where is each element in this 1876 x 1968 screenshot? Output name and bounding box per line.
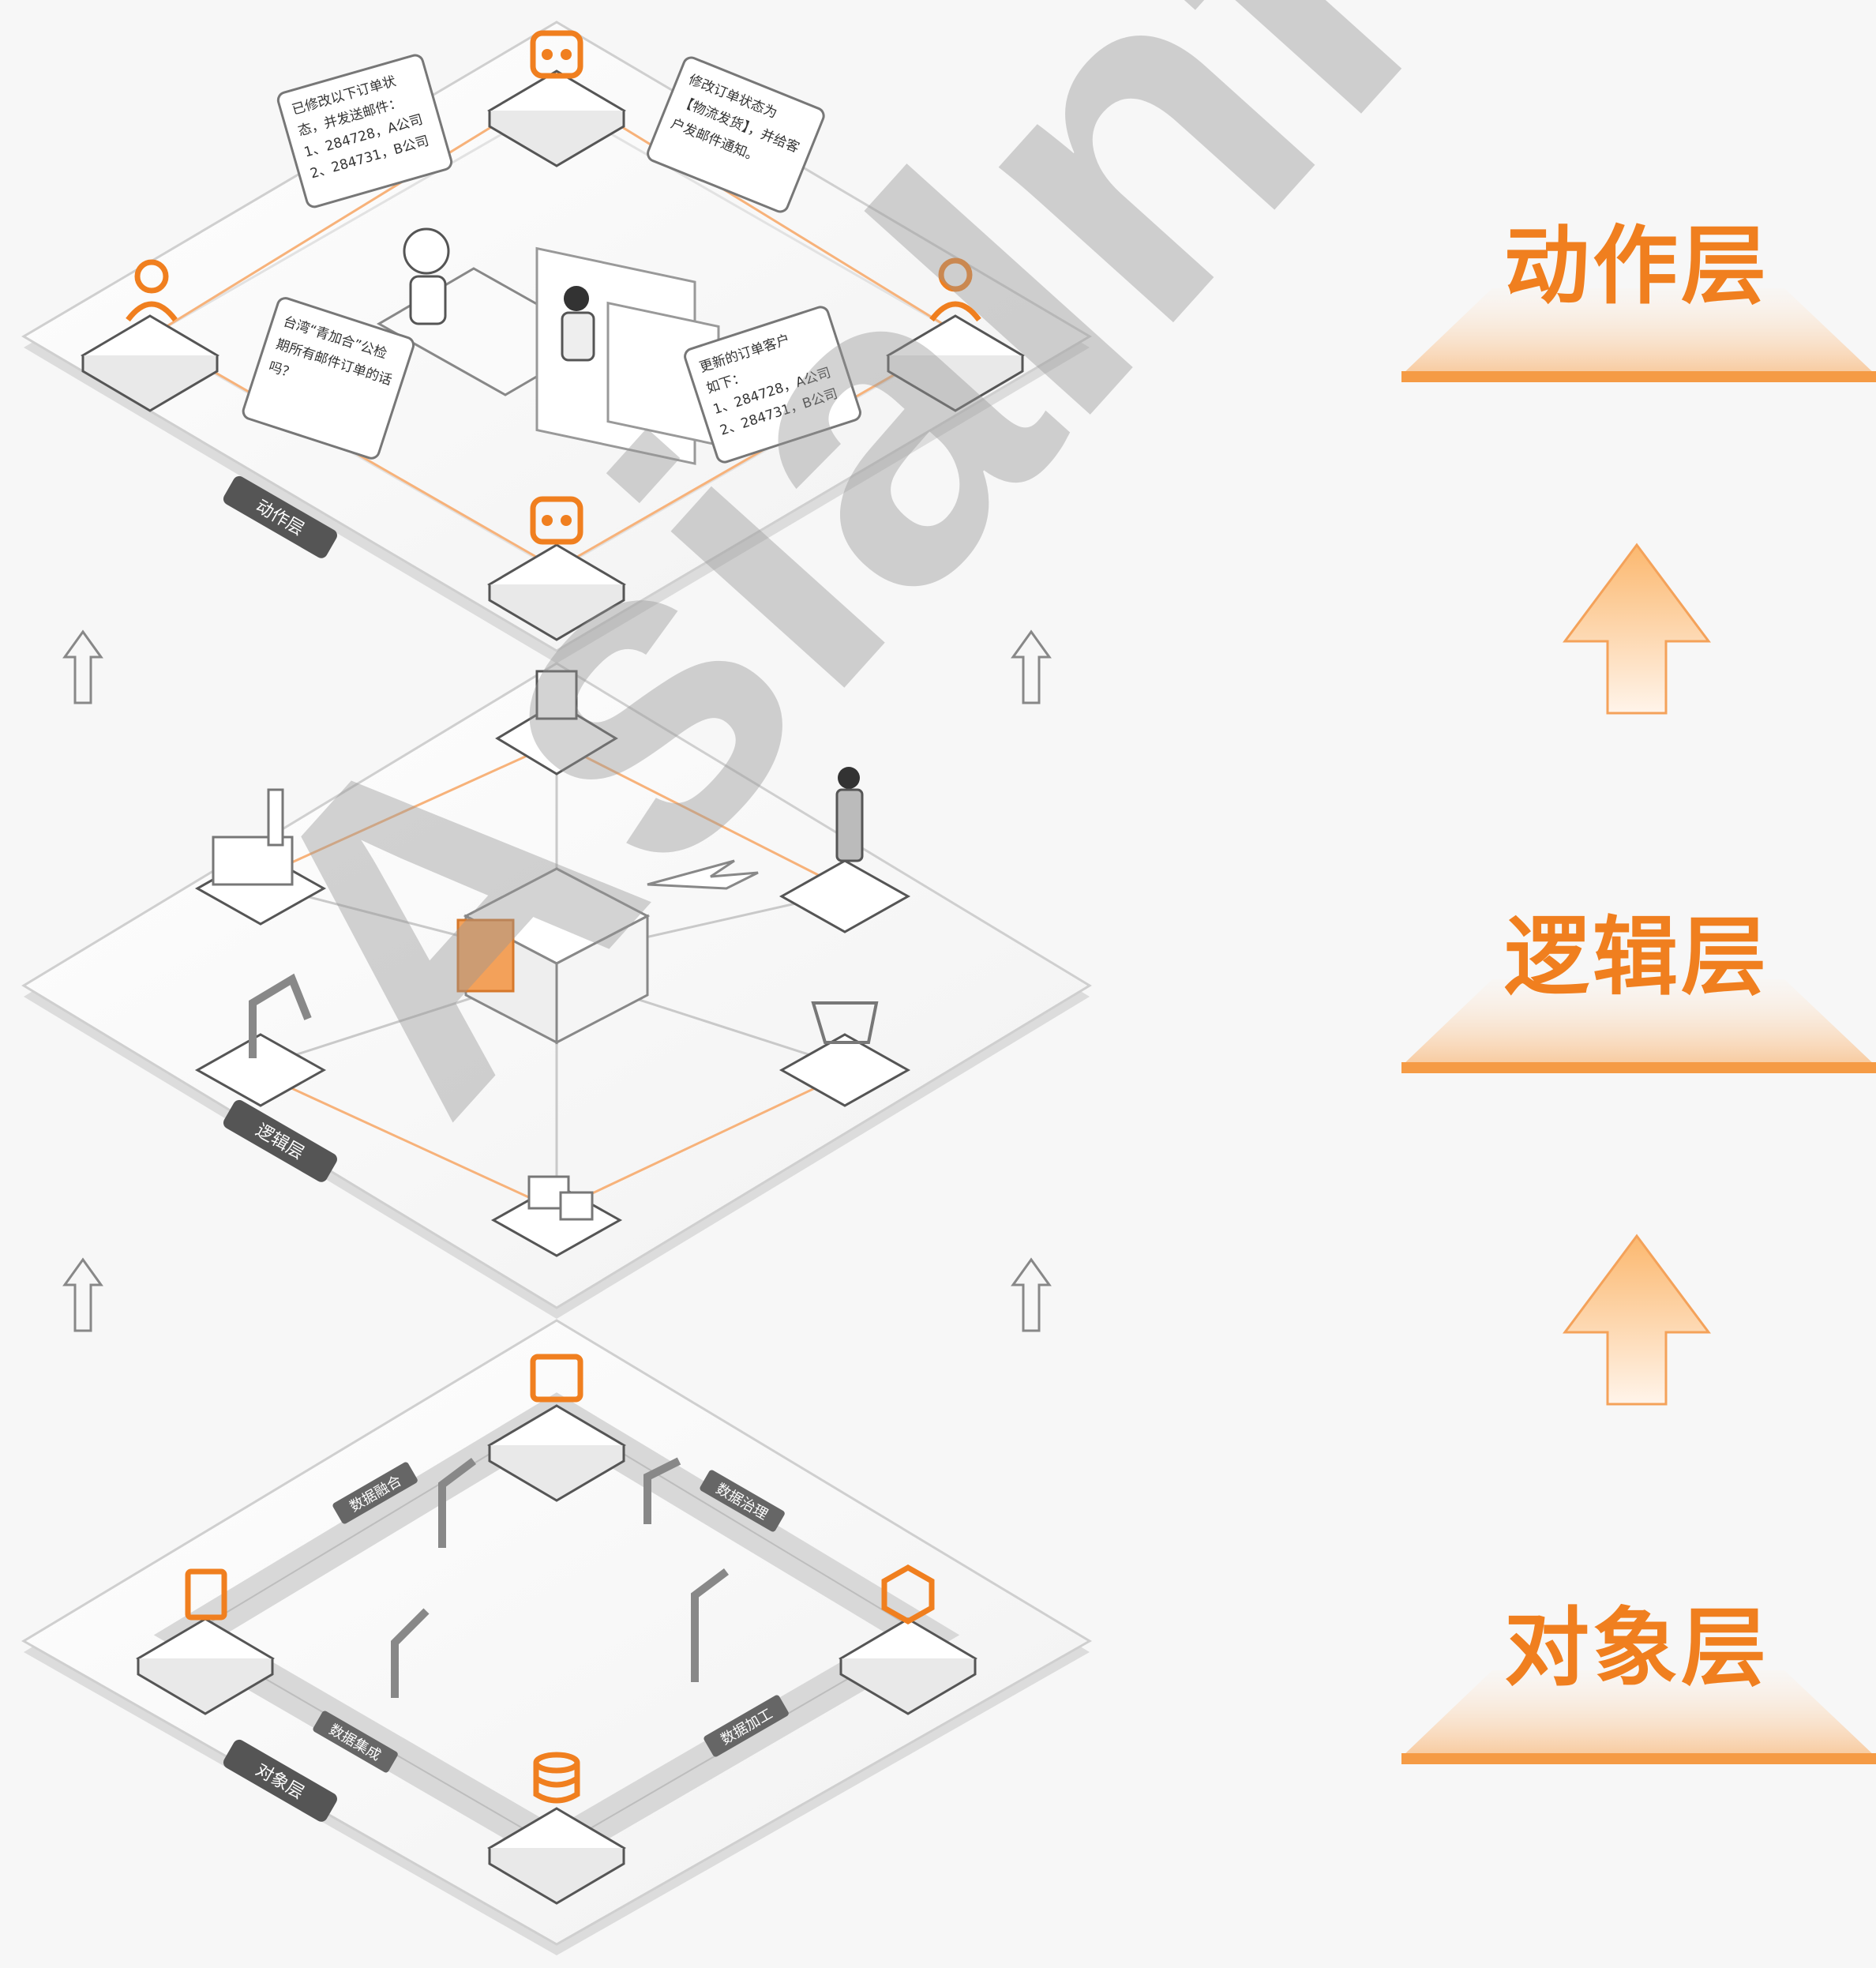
pedestal-document-left	[136, 1568, 275, 1715]
arrow-up-icon	[62, 1257, 103, 1332]
object-layer-plate: 数据融合 数据治理 数据集成 数据加工 对象层	[21, 1319, 1092, 1955]
pedestal-robot-bottom	[487, 496, 626, 641]
database-icon	[533, 1752, 580, 1804]
logic-layer-plate: 逻辑层	[21, 662, 1092, 1319]
airplane-icon	[647, 859, 759, 890]
arrow-up-icon	[1563, 543, 1711, 715]
robot-icon	[530, 496, 583, 545]
action-card-4: 已修改以下订单状态，并发送邮件：1、284728，A公司2、284731，B公司	[276, 54, 453, 208]
pedestal-person-right	[779, 767, 911, 933]
pedestal-cart-right	[779, 1001, 911, 1107]
arrow-up-icon	[1011, 629, 1052, 704]
warehouse-building	[456, 867, 651, 1045]
document-icon	[185, 1568, 227, 1621]
pedestal-robot-top	[487, 30, 626, 167]
desk-scene	[376, 227, 720, 465]
pedestal-database	[487, 1752, 626, 1905]
pedestal-robot-arm-left	[194, 973, 327, 1107]
pedestal-document-top	[495, 670, 618, 776]
robot-arm	[391, 1457, 729, 1698]
person-icon	[126, 259, 178, 322]
pedestal-api	[487, 1354, 626, 1502]
legend-object	[1401, 1670, 1876, 1764]
legend-logic	[1401, 979, 1876, 1073]
action-card-2: 更新的订单客户如下：1、284728，A公司2、284731，B公司	[684, 306, 861, 464]
api-icon	[530, 1354, 583, 1403]
document-icon	[535, 670, 578, 720]
action-card-1: 台湾“青加合”公检期所有邮件订单的话吗？	[242, 297, 415, 460]
arrow-up-icon	[1011, 1257, 1052, 1332]
layer-title-object: 对象层	[1503, 1599, 1769, 1698]
action-layer-plate: 已修改以下订单状态，并发送邮件：1、284728，A公司2、284731，B公司…	[21, 21, 1092, 663]
pedestal-person-left	[81, 259, 219, 412]
robot-icon	[530, 30, 583, 79]
pedestal-person-right	[886, 257, 1025, 412]
action-layer-tag: 动作层	[223, 475, 337, 558]
pedestal-factory-left	[194, 788, 327, 926]
arrow-up-icon	[62, 629, 103, 704]
person-icon	[929, 257, 981, 322]
arrow-up-icon	[1563, 1234, 1711, 1406]
pedestal-boxes-bottom	[490, 1175, 623, 1257]
cube-icon	[881, 1564, 935, 1625]
legend-action	[1401, 288, 1876, 382]
layer-title-logic: 逻辑层	[1503, 908, 1769, 1007]
pedestal-cube-right	[839, 1564, 977, 1715]
action-card-3: 修改订单状态为【物流发货】，并给客户发邮件通知。	[647, 56, 825, 213]
layer-title-action: 动作层	[1503, 217, 1769, 316]
